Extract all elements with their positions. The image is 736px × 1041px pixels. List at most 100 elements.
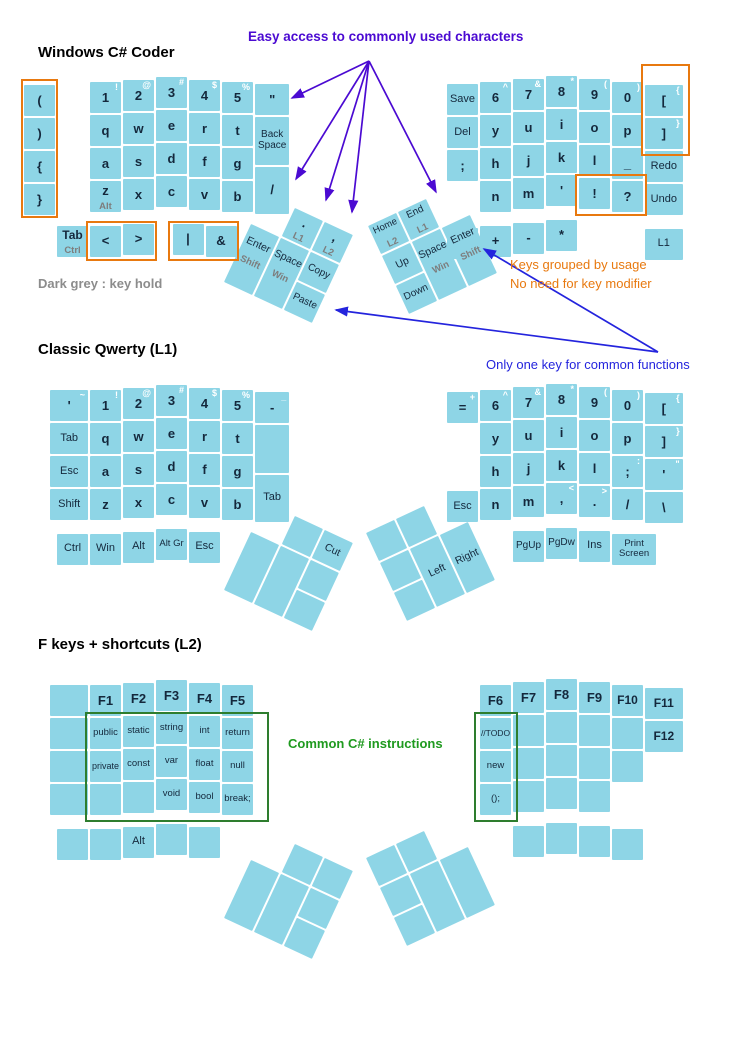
shifted-symbol: ( [604,387,607,397]
key-blank [612,751,643,782]
key-sym: { [24,151,55,182]
key-k: k [546,450,577,481]
key-private: private [90,751,121,782]
key-o: o [579,112,610,143]
key-tab: Tab [50,423,88,454]
key-f: f [189,454,220,485]
shifted-symbol: @ [142,388,151,398]
key-5: 5% [222,390,253,421]
key-esc: Esc [50,456,88,487]
key-s: s [123,454,154,485]
key-5: 5% [222,82,253,113]
key-z: z [90,489,121,520]
shifted-symbol: > [601,486,607,496]
key-f8: F8 [546,679,577,710]
shifted-symbol: $ [211,388,217,398]
key-sym: .> [579,486,610,517]
key-2: 2@ [123,388,154,419]
key-3: 3# [156,385,187,416]
key-x: x [123,179,154,210]
key-g: g [222,148,253,179]
key-3: 3# [156,77,187,108]
key-blank [612,828,643,860]
key-f5: F5 [222,685,253,716]
purple-arrow [324,60,370,202]
key-f9: F9 [579,682,610,713]
key-break: break; [222,784,253,815]
key-blank [57,828,88,860]
key-sym: > [123,223,154,255]
key-f1: F1 [90,685,121,716]
key-e: e [156,418,187,449]
key-i: i [546,109,577,140]
shifted-symbol: " [675,459,680,469]
key-blank [513,715,544,746]
key-blank [50,718,88,749]
key-j: j [513,145,544,176]
key-blank [50,751,88,782]
key-back-space: Back Space [255,117,290,165]
key-7: 7& [513,79,544,110]
key-blank [612,718,643,749]
key-blank [255,425,290,473]
key-h: h [480,456,511,487]
shifted-symbol: ^ [502,82,508,92]
key-m: m [513,486,544,517]
shifted-symbol: & [534,387,542,397]
key-blank [579,748,610,779]
key-sym: * [546,219,577,251]
key-blank [90,828,121,860]
key-redo: Redo [645,151,683,182]
shifted-symbol: % [241,82,250,92]
key-alt-gr: Alt Gr [156,528,187,560]
key-y: y [480,423,511,454]
key-sym: ) [24,118,55,149]
key-6: 6^ [480,390,511,421]
key-n: n [480,489,511,520]
key-v: v [189,179,220,210]
fkeys-thumb-right [366,816,498,948]
key-9: 9( [579,79,610,110]
fkeys-thumb-left [223,830,355,962]
purple-arrow [295,60,370,181]
section-title-fkeys: F keys + shortcuts (L2) [38,636,202,653]
key-blank [546,745,577,776]
key-pgdw: PgDw [546,527,577,559]
key-sym: ( [24,85,55,116]
key-new: new [480,751,511,782]
key-float: float [189,749,220,780]
key-sym: _ [612,148,643,179]
key-sym: ]} [645,118,683,149]
key-1: 1! [90,390,121,421]
qwerty-thumb-left: Cut [223,502,355,634]
key-u: u [513,112,544,143]
note-grouped-by-usage: Keys grouped by usage [510,257,647,272]
key-n: n [480,181,511,212]
shifted-symbol: # [178,385,184,395]
key-1: 1! [90,82,121,113]
key-a: a [90,456,121,487]
key-e: e [156,110,187,141]
key-null: null [222,751,253,782]
key-string: string [156,713,187,744]
key-y: y [480,115,511,146]
key-sym: [{ [645,393,683,424]
key-d: d [156,143,187,174]
section-title-qwerty: Classic Qwerty (L1) [38,341,178,358]
key-blank [579,825,610,857]
shifted-symbol: % [241,390,250,400]
key-a: a [90,148,121,179]
key-esc: Esc [189,531,220,563]
key-p: p [612,423,643,454]
key-h: h [480,148,511,179]
key-sym: =+ [447,392,478,423]
key-f6: F6 [480,685,511,716]
key-p: p [612,115,643,146]
key-c: c [156,176,187,207]
key-undo: Undo [645,184,683,215]
shifted-symbol: _ [281,392,287,402]
key-r: r [189,421,220,452]
key-sym: } [24,184,55,215]
green-box-csharp-left [85,712,269,822]
